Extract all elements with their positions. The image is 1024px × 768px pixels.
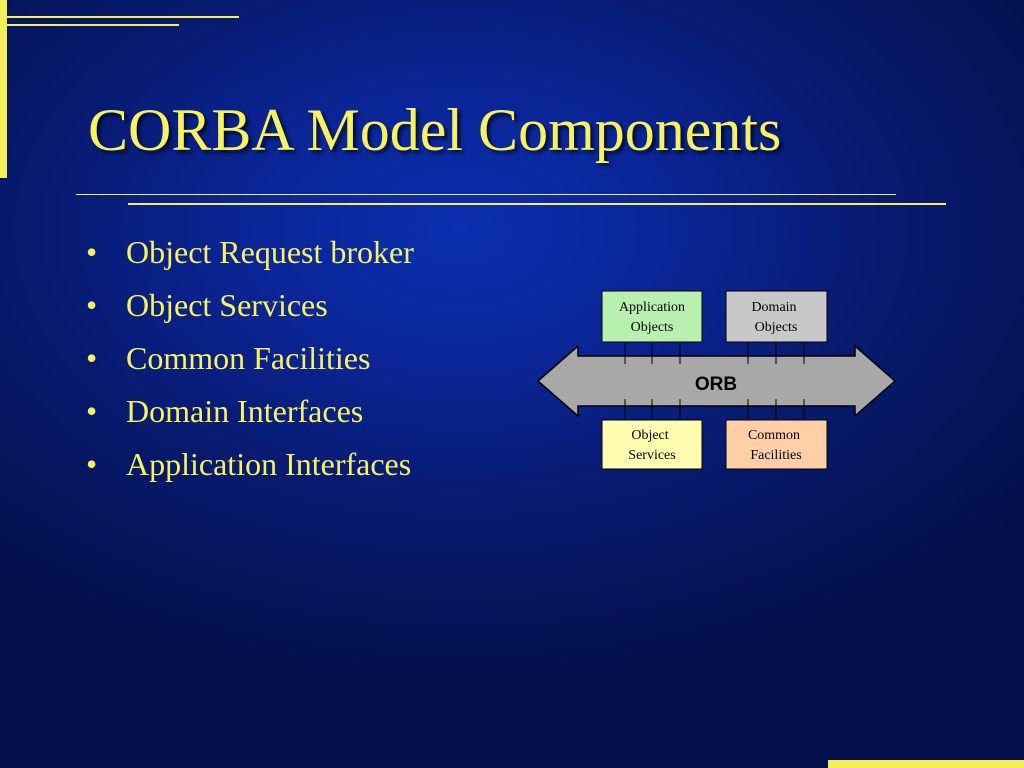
title-underline-1 [76, 194, 896, 195]
title-underline-2 [128, 203, 946, 205]
left-accent-bar [0, 0, 7, 178]
bottom-right-accent [828, 760, 1024, 768]
object-services-label-line1: Object [631, 428, 668, 443]
bullet-item: • Common Facilities [86, 332, 414, 385]
top-accent-line-1 [7, 16, 239, 18]
application-objects-label-line2: Objects [631, 320, 674, 335]
bullet-marker: • [86, 340, 98, 376]
slide-title: CORBA Model Components [88, 97, 782, 163]
domain-objects-label-line1: Domain [751, 300, 796, 315]
domain-objects-box [725, 290, 828, 343]
bullet-marker: • [86, 234, 98, 270]
bullet-item: • Domain Interfaces [86, 385, 414, 438]
object-services-label-line2: Services [628, 448, 675, 463]
bullet-marker: • [86, 287, 98, 323]
bullet-item: • Object Request broker [86, 226, 414, 279]
common-facilities-label-line2: Facilities [750, 448, 801, 463]
bullet-marker: • [86, 393, 98, 429]
bullet-text: Object Request broker [126, 234, 414, 270]
bullet-text: Application Interfaces [126, 446, 412, 482]
bullet-item: • Application Interfaces [86, 438, 414, 491]
orb-bus-arrow [536, 344, 897, 418]
application-objects-box [601, 290, 703, 343]
bullet-item: • Object Services [86, 279, 414, 332]
application-objects-label-line1: Application [619, 300, 685, 315]
top-connectors [624, 343, 805, 364]
common-facilities-box [725, 419, 828, 470]
domain-objects-label-line2: Objects [755, 320, 798, 335]
bullet-text: Object Services [126, 287, 328, 323]
bullet-list: •Object Request broker •Object Services … [86, 226, 414, 491]
bullet-text: Domain Interfaces [126, 393, 364, 429]
object-services-box [601, 419, 703, 470]
bottom-connectors [624, 399, 805, 419]
bullet-text: Common Facilities [126, 340, 371, 376]
orb-label: ORB [695, 374, 737, 395]
bullet-marker: • [86, 446, 98, 482]
top-accent-line-2 [7, 24, 179, 26]
common-facilities-label-line1: Common [748, 428, 800, 443]
